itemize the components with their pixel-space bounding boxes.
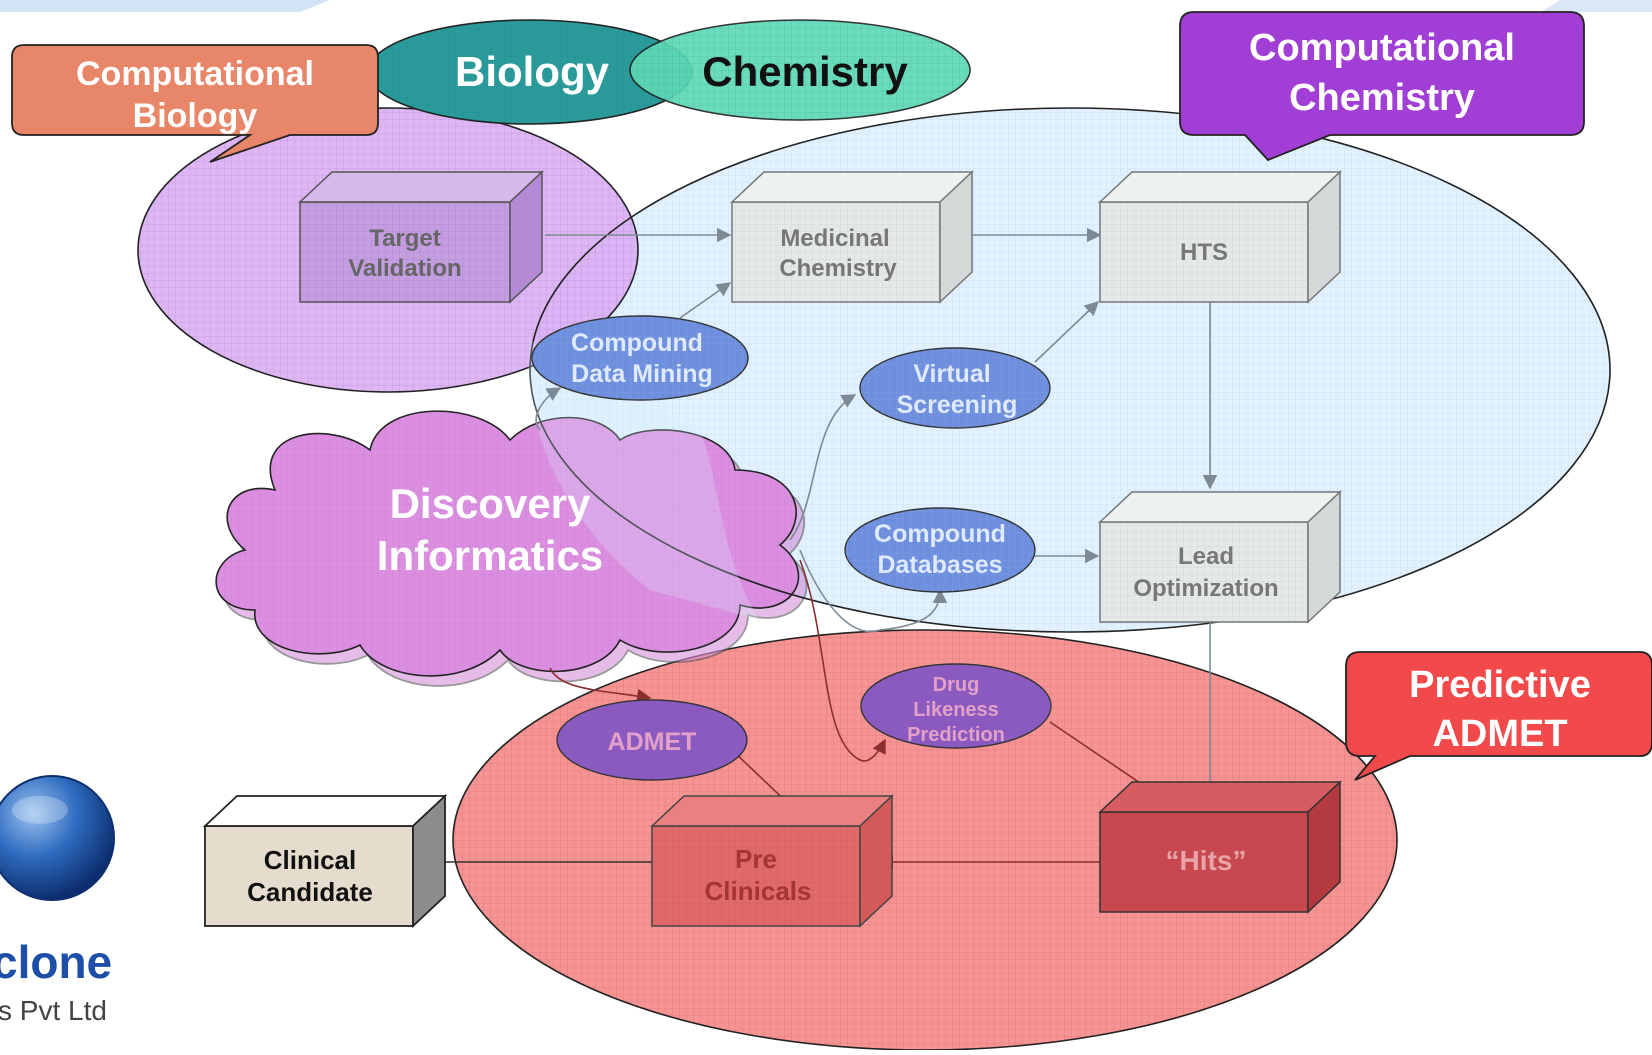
arrow-cloud-to-admet: [549, 667, 652, 704]
logo-sphere-icon: [0, 775, 115, 901]
compound-data-mining-line2: Data Mining: [571, 360, 713, 388]
chemistry-oval: [629, 19, 971, 121]
biology-oval: [367, 19, 693, 125]
discovery-informatics-line1: Discovery: [390, 480, 591, 527]
logo-company-fragment: s Pvt Ltd: [0, 995, 107, 1026]
chemistry-label: Chemistry: [702, 48, 908, 95]
computational-biology-line2: Biology: [133, 97, 258, 135]
biology-label: Biology: [455, 48, 610, 95]
pre-clinicals-line1: Pre: [735, 844, 777, 874]
predictive-admet-callout: Predictive ADMET: [1345, 651, 1652, 781]
oval-admet: ADMET: [556, 699, 748, 781]
medicinal-chemistry-line1: Medicinal: [780, 225, 889, 252]
hts-label: HTS: [1180, 239, 1228, 266]
hits-label: “Hits”: [1166, 845, 1247, 876]
oval-compound-data-mining: Compound Data Mining: [531, 315, 749, 401]
clinical-candidate-line1: Clinical: [264, 845, 356, 875]
top-left-band: [0, 0, 330, 12]
arrow-cloud-to-mining: [535, 387, 562, 431]
pre-clinicals-line2: Clinicals: [705, 876, 812, 906]
oval-drug-likeness-prediction: Drug Likeness Prediction: [860, 663, 1052, 749]
virtual-screening-line2: Screening: [897, 391, 1018, 419]
compound-data-mining-line1: Compound: [571, 329, 703, 357]
drug-likeness-line1: Drug: [933, 674, 980, 696]
oval-virtual-screening: Virtual Screening: [859, 347, 1051, 429]
medicinal-chemistry-line2: Chemistry: [779, 255, 897, 282]
target-validation-line1: Target: [369, 225, 441, 252]
box-clinical-candidate: Clinical Candidate: [202, 793, 448, 929]
box-hits: “Hits”: [1098, 780, 1342, 914]
arrow-cloud-to-vs: [789, 394, 857, 541]
drug-likeness-line2: Likeness: [913, 699, 999, 721]
drug-likeness-line3: Prediction: [907, 724, 1005, 746]
arrow-cloud-to-db: [799, 549, 948, 633]
clinical-candidate-line2: Candidate: [247, 877, 373, 907]
admet-label: ADMET: [608, 728, 697, 756]
target-validation-line2: Validation: [348, 255, 461, 282]
box-hts: HTS: [1098, 170, 1342, 304]
computational-biology-line1: Computational: [76, 55, 314, 93]
lead-optimization-line1: Lead: [1178, 543, 1234, 570]
computational-biology-callout: Computational Biology: [11, 44, 379, 163]
oval-compound-databases: Compound Databases: [844, 507, 1036, 593]
virtual-screening-line1: Virtual: [913, 360, 990, 388]
arrow-mining-to-medchem: [679, 282, 732, 319]
predictive-admet-line2: ADMET: [1432, 713, 1567, 755]
chemistry-region-outline: [529, 107, 1611, 633]
predictive-admet-line1: Predictive: [1409, 664, 1591, 706]
company-logo: clone s Pvt Ltd: [0, 775, 115, 1026]
lead-optimization-line2: Optimization: [1133, 575, 1278, 602]
box-pre-clinicals: Pre Clinicals: [650, 794, 894, 928]
box-lead-optimization: Lead Optimization: [1098, 490, 1342, 624]
computational-chemistry-callout: Computational Chemistry: [1179, 11, 1585, 162]
box-target-validation: Target Validation: [298, 170, 544, 304]
top-right-band: [1540, 0, 1652, 12]
discovery-informatics-line2: Informatics: [377, 532, 603, 579]
compound-databases-line2: Databases: [877, 551, 1002, 579]
computational-chemistry-line2: Chemistry: [1289, 77, 1475, 119]
discovery-informatics-cloud: [215, 410, 808, 687]
computational-chemistry-line1: Computational: [1249, 27, 1515, 69]
connectors: [426, 227, 1218, 870]
arrow-vs-to-hts: [1034, 301, 1100, 363]
compound-databases-line1: Compound: [874, 520, 1006, 548]
overlap-shade: [528, 340, 760, 620]
arrow-cloud-to-druglikeness: [799, 559, 886, 762]
logo-name-fragment: clone: [0, 936, 112, 988]
box-medicinal-chemistry: Medicinal Chemistry: [730, 170, 974, 304]
